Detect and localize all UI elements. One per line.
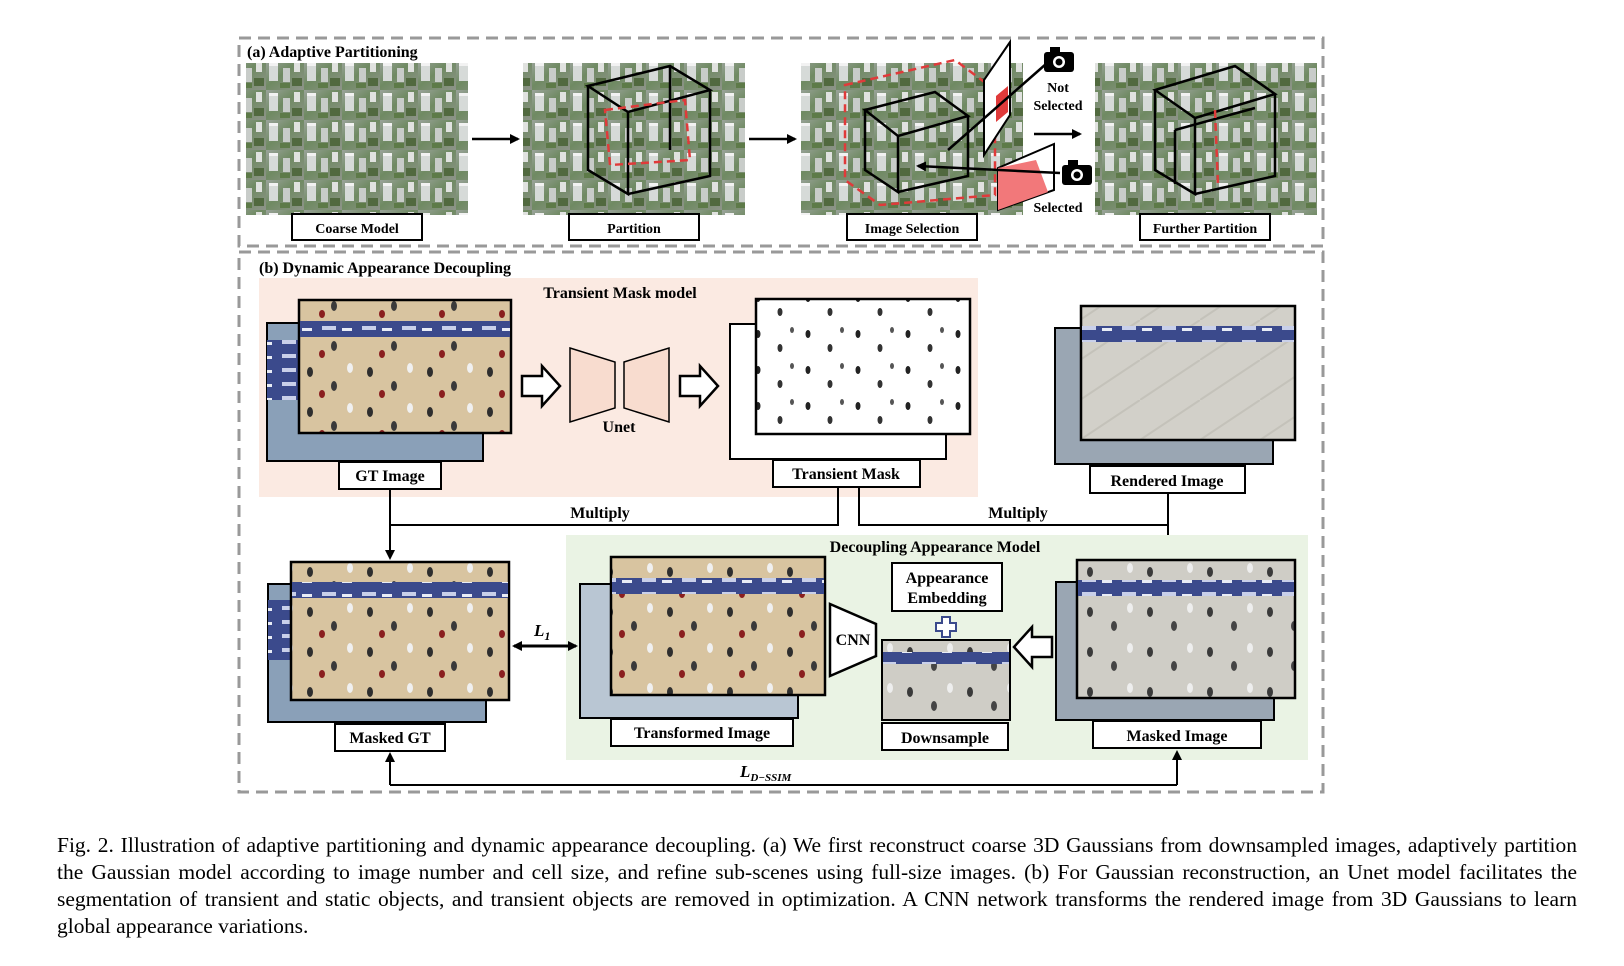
panel-a-border bbox=[237, 36, 1325, 248]
selected-label: Selected bbox=[1034, 201, 1083, 216]
appearance-embedding-line2: Embedding bbox=[907, 590, 986, 607]
transient-mask-label: Transient Mask bbox=[792, 466, 900, 483]
partition-label: Partition bbox=[607, 222, 661, 237]
further-partition-cubes bbox=[1152, 64, 1278, 197]
multiply-label-left: Multiply bbox=[570, 505, 630, 522]
panel-b: (b) Dynamic Appearance Decoupling Transi… bbox=[237, 250, 1325, 794]
figure-caption: Fig. 2. Illustration of adaptive partiti… bbox=[57, 833, 1577, 938]
appearance-embedding-line1: Appearance bbox=[906, 570, 989, 587]
masked-gt-label-box bbox=[334, 723, 446, 752]
partition-label-box bbox=[568, 213, 700, 241]
unet-label: Unet bbox=[603, 419, 637, 436]
camera-icon bbox=[1044, 47, 1074, 72]
multiply-connectors bbox=[389, 487, 1169, 526]
selection-red-region bbox=[843, 58, 997, 207]
partition-red-plane bbox=[603, 98, 692, 167]
rendered-image-stack bbox=[1054, 304, 1297, 465]
hollow-arrow-3 bbox=[1012, 623, 1054, 671]
cnn-label: CNN bbox=[836, 632, 871, 649]
coarse-model-image bbox=[246, 63, 468, 215]
method-overview-figure: (a) Adaptive Partitioning Coarse Model P… bbox=[237, 36, 1325, 794]
multiply-label-right: Multiply bbox=[988, 505, 1048, 522]
l1-loss-symbol: L bbox=[533, 621, 544, 640]
not-selected-label-line2: Selected bbox=[1034, 99, 1083, 114]
transient-mask-model-title: Transient Mask model bbox=[543, 285, 697, 302]
selection-cube bbox=[862, 90, 971, 195]
transformed-image-stack bbox=[579, 555, 827, 719]
masked-gt-stack bbox=[267, 560, 511, 723]
transient-mask-stack bbox=[729, 297, 972, 460]
partition-cube bbox=[584, 64, 714, 197]
panel-b-border bbox=[237, 250, 1325, 794]
masked-image-stack bbox=[1055, 558, 1297, 721]
hollow-arrow-2 bbox=[678, 362, 720, 410]
gt-image-stack bbox=[266, 298, 513, 462]
masked-gt-label: Masked GT bbox=[349, 730, 431, 747]
dssim-loss-label: LD−SSIM bbox=[739, 762, 793, 784]
dssim-loss-symbol: L bbox=[739, 762, 750, 781]
appearance-embedding-box bbox=[891, 562, 1003, 612]
selected-ray bbox=[916, 161, 1061, 175]
downsample-bridge bbox=[883, 652, 1009, 664]
decoupling-model-title: Decoupling Appearance Model bbox=[830, 539, 1041, 556]
image-selection-label-box bbox=[846, 213, 978, 241]
panel-a: (a) Adaptive Partitioning Coarse Model P… bbox=[237, 36, 1325, 248]
rendered-image-label: Rendered Image bbox=[1110, 473, 1223, 490]
unet-encoder bbox=[569, 346, 616, 424]
dssim-loss-subscript: D−SSIM bbox=[749, 772, 792, 784]
transient-mask-label-box bbox=[772, 459, 921, 488]
downsample-label-box bbox=[881, 722, 1009, 751]
transformed-image-label-box bbox=[610, 718, 794, 747]
hollow-arrow-1 bbox=[520, 362, 562, 410]
downsample-label: Downsample bbox=[901, 730, 989, 747]
cnn-block bbox=[828, 602, 878, 678]
further-partition-label-box bbox=[1139, 213, 1271, 241]
not-selected-label-line1: Not bbox=[1047, 81, 1069, 96]
gt-image-label-box bbox=[338, 461, 442, 490]
camera-icon bbox=[1062, 160, 1092, 185]
unet-decoder bbox=[623, 346, 670, 424]
masked-image-label-box bbox=[1092, 720, 1262, 749]
not-selected-ray bbox=[947, 63, 1047, 151]
l1-loss-label: L1 bbox=[533, 621, 550, 643]
further-partition-image bbox=[1095, 63, 1317, 215]
plus-icon bbox=[935, 616, 957, 638]
l1-loss-subscript: 1 bbox=[544, 629, 550, 643]
image-selection-label: Image Selection bbox=[865, 222, 960, 237]
coarse-model-label: Coarse Model bbox=[315, 222, 399, 237]
coarse-model-label-box bbox=[291, 213, 423, 241]
rendered-image-label-box bbox=[1089, 465, 1246, 494]
panel-b-title: (b) Dynamic Appearance Decoupling bbox=[259, 260, 511, 277]
masked-image-label: Masked Image bbox=[1127, 728, 1228, 745]
gt-image-label: GT Image bbox=[355, 468, 424, 485]
transformed-image-label: Transformed Image bbox=[634, 725, 770, 742]
panel-a-title: (a) Adaptive Partitioning bbox=[247, 44, 418, 61]
further-partition-label: Further Partition bbox=[1153, 222, 1258, 237]
